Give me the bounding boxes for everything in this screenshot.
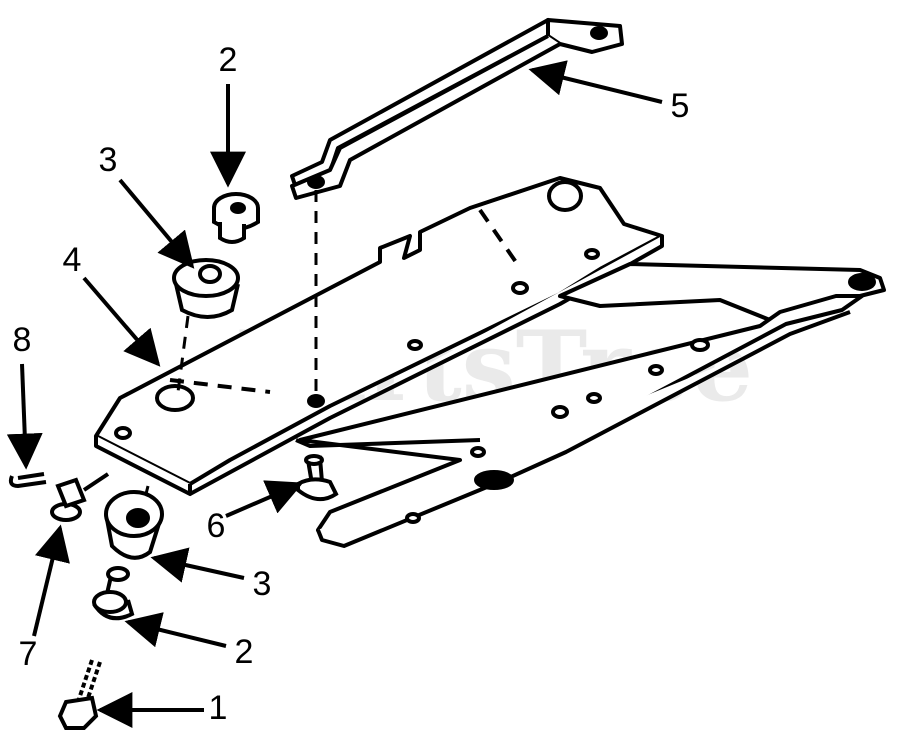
part-4-mounting-plate <box>94 176 664 496</box>
arrow-3-upper <box>118 178 195 269</box>
part-2-upper-bushing <box>212 192 260 244</box>
part-6-cotter-pin <box>8 472 47 489</box>
lower-frame-rails <box>295 262 886 548</box>
callout-7: 5 <box>671 87 690 125</box>
arrow-5 <box>32 524 70 637</box>
arrow-2-lower <box>124 612 227 648</box>
callout-2-upper: 2 <box>219 41 238 79</box>
callout-3-upper: 3 <box>99 141 118 179</box>
part-3-upper-spacer <box>172 258 240 319</box>
callout-5: 7 <box>19 635 38 673</box>
part-7-support-bar <box>290 18 624 200</box>
callout-4: 4 <box>63 241 82 279</box>
callout-labels: 2 3 4 8 7 3 2 1 6 5 <box>13 41 690 727</box>
callout-1: 1 <box>209 689 228 727</box>
part-1-bolt <box>57 659 102 730</box>
arrow-4 <box>82 276 161 367</box>
part-3-lower-spacer <box>104 490 164 560</box>
leader-arrows <box>6 60 663 728</box>
part-2-lower-bushing <box>92 566 135 621</box>
part-5-pin <box>50 472 110 522</box>
arrow-6 <box>6 363 43 470</box>
arrow-8 <box>225 480 304 518</box>
callout-3-lower: 3 <box>253 565 272 603</box>
callout-6: 8 <box>13 321 32 359</box>
arrow-7 <box>528 60 663 104</box>
part-8-bolt <box>296 454 339 502</box>
callout-2-lower: 2 <box>235 633 254 671</box>
callout-8: 6 <box>207 507 226 545</box>
arrow-3-lower <box>150 547 245 583</box>
